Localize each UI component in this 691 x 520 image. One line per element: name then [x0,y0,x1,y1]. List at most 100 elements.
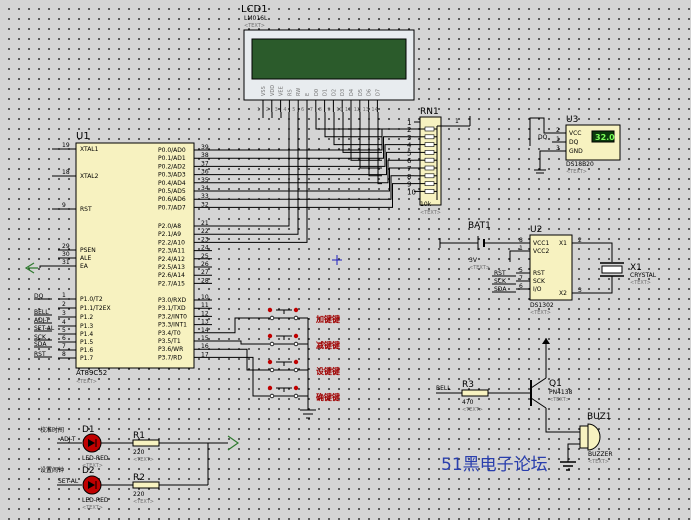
buzzer-driver[interactable]: BELL R3 470 <TEXT> Q1 PN4138 <TEXT> BUZ1… [436,338,613,471]
u1-model: AT89C52 [76,369,107,377]
rn1-resistor [424,173,435,179]
r1-text-tag: <TEXT> [133,457,154,463]
u1-pin-number: 29 [62,243,70,250]
u1-right-pins: 39P0.0/AD038P0.1/AD137P0.2/AD236P0.3/AD3… [158,144,212,361]
lcd-pin-label: D0 [314,89,320,96]
crystal-x1[interactable]: X1 CRYSTAL <TEXT> [572,242,657,294]
u3-net-label: DQ [538,134,548,141]
u2-pin-number: 8 [519,237,523,244]
lcd-pin-label: D6 [367,89,373,96]
u1-pin-name: PSEN [80,247,96,254]
u1-pin-number: 34 [201,185,209,192]
lcd-pin-label: D4 [349,89,355,96]
r2-text-tag: <TEXT> [133,499,154,505]
watermark: 51黑电子论坛 [441,455,548,475]
lcd-pin-label: D7 [375,89,381,96]
u1-pin-name: XTAL1 [80,146,99,153]
u1-pin-number: 4 [62,319,66,326]
u1-pin-name: RST [80,206,92,213]
u1-pin-name: P2.4/A12 [158,256,185,263]
u1-pin-number: 38 [201,152,209,159]
d2-text-tag: <TEXT> [82,505,103,511]
u1-pin-number: 6 [62,335,66,342]
u1-pin-number: 28 [201,277,209,284]
u1-pin-name: P0.5/AD5 [158,188,186,195]
r3-net-label: BELL [436,385,451,392]
x1-ref: X1 [630,263,642,273]
rn1-pin-number: 1 [407,119,411,127]
u2-net-label: RST [494,270,506,277]
rn1-pin-number: 10 [407,188,416,196]
buz1-ref: BUZ1 [587,412,612,422]
d1-ref: D1 [82,425,95,435]
lcd-pin-number: 1 [257,107,260,113]
button-indicator-icon [267,307,273,313]
led-indicators[interactable]: 校准时间 ADJ-T D1 LED-RED <TEXT> 设置闹钟 SET-AL… [40,425,240,511]
u1-pin-number: 39 [201,144,209,151]
rn1-pin-number: 7 [407,165,411,173]
rn1-pin-number: 2 [407,126,411,134]
u1-pin-number: 12 [201,310,209,317]
u2-pin-name: X1 [559,240,567,247]
rn1-pin-number: 8 [407,173,411,181]
u1-pin-name: P2.5/A13 [158,264,185,271]
u1-text-tag: <TEXT> [76,379,97,385]
lcd-pin-label: D3 [340,89,346,96]
u1-net-label: SET-AL [34,325,55,332]
u3-pin-name: GND [569,148,583,155]
d2-net: SET-AL [58,478,79,485]
u1-pin-name: P3.3/INT1 [158,322,187,329]
u3-pin-name: VCC [569,130,581,137]
rn1-resistor [424,165,435,171]
button-indicator-icon [267,359,273,365]
rn1-resistor [424,134,435,140]
u1-net-label: DQ [34,293,44,300]
u2-pin-name: VCC2 [533,248,549,255]
lcd-pin-number: 7 [310,107,313,113]
lcd-pin-label: D2 [331,89,337,96]
buz1-text-tag: <TEXT> [588,459,609,465]
u1-pin-name: P3.6/WR [158,346,183,353]
u1-pin-number: 9 [62,202,66,209]
u1-pin-number: 7 [62,343,66,350]
u1-pin-name: P1.4 [80,331,93,338]
battery-bat1[interactable]: BAT1 3V <TEXT> [439,221,528,271]
lcd-module[interactable]: LCD1 LM016L <TEXT> VSS1VDD2VEE3RS4RW5E6D… [241,4,415,113]
u1-pin-name: P0.0/AD0 [158,147,186,154]
lcd-pin-label: RS [287,89,293,96]
bat1-value: 3V [469,257,478,264]
lcd-pin-label: VSS [261,86,267,96]
button-label[interactable]: 设键键 [316,366,340,376]
u2-pin-name: VCC1 [533,240,549,247]
x1-text-tag: <TEXT> [630,280,651,286]
rn1-resistor [424,189,435,194]
button-label[interactable]: 确键键 [316,392,340,402]
lcd-pin-number: 2 [266,107,269,113]
button-label[interactable]: 减键键 [316,340,340,350]
rn1-pin-number: 3 [407,134,411,142]
u1-pin-number: 37 [201,160,209,167]
vcc-arrow-icon [227,435,240,451]
u1-pin-name: P2.7/A15 [158,280,185,287]
u1-pin-number: 31 [62,259,70,266]
u1-pin-number: 10 [201,294,209,301]
r1-value: 220 [133,449,145,456]
u2-ref: U2 [530,225,542,235]
button-label[interactable]: 加键键 [315,314,340,324]
u1-pin-number: 21 [201,220,209,227]
mcu-u1[interactable]: U1 19XTAL118XTAL29RST29PSEN30ALE31EA1P1.… [34,131,212,385]
rn1-resistor [424,142,435,147]
u1-pin-name: ALE [80,255,91,262]
lcd-ref: LCD1 [241,4,268,15]
lcd-pin-number: 9 [327,107,330,113]
u2-pin-name: RST [533,270,545,277]
lcd-pin-number: 5 [292,107,295,113]
d1-net: ADJ-T [60,436,76,443]
